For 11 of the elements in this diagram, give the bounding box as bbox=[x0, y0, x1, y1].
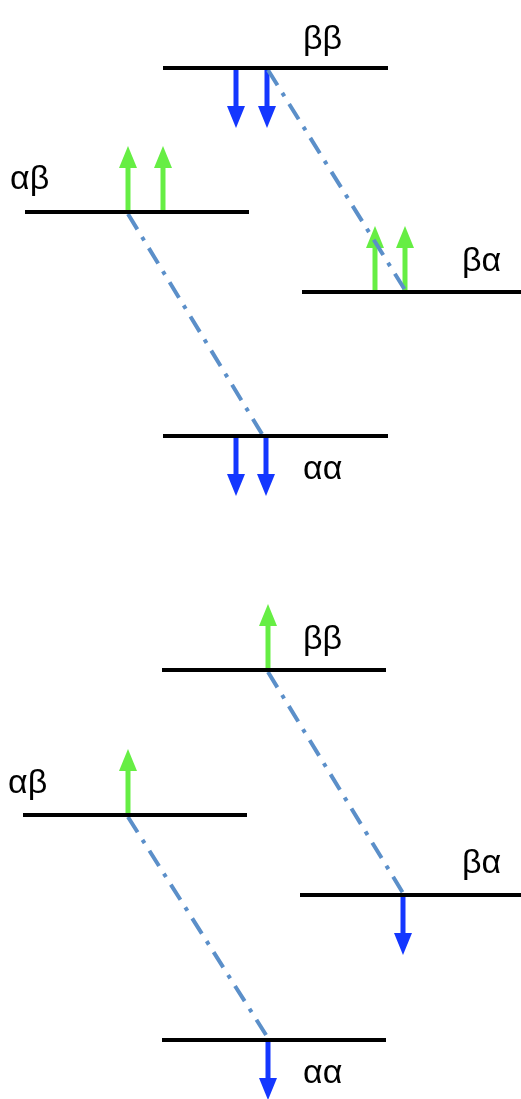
state-label: ββ bbox=[303, 618, 343, 656]
state-label: βα bbox=[462, 240, 502, 278]
state-label: αβ bbox=[8, 762, 48, 800]
state-label: ββ bbox=[303, 18, 343, 56]
dash-dot-line bbox=[126, 212, 264, 436]
dash-dot-line bbox=[266, 670, 405, 895]
state-label: αβ bbox=[10, 158, 50, 196]
state-label: αα bbox=[303, 1052, 343, 1090]
state-label: αα bbox=[303, 448, 343, 486]
dash-dot-line bbox=[266, 68, 407, 292]
state-label: βα bbox=[462, 842, 502, 880]
